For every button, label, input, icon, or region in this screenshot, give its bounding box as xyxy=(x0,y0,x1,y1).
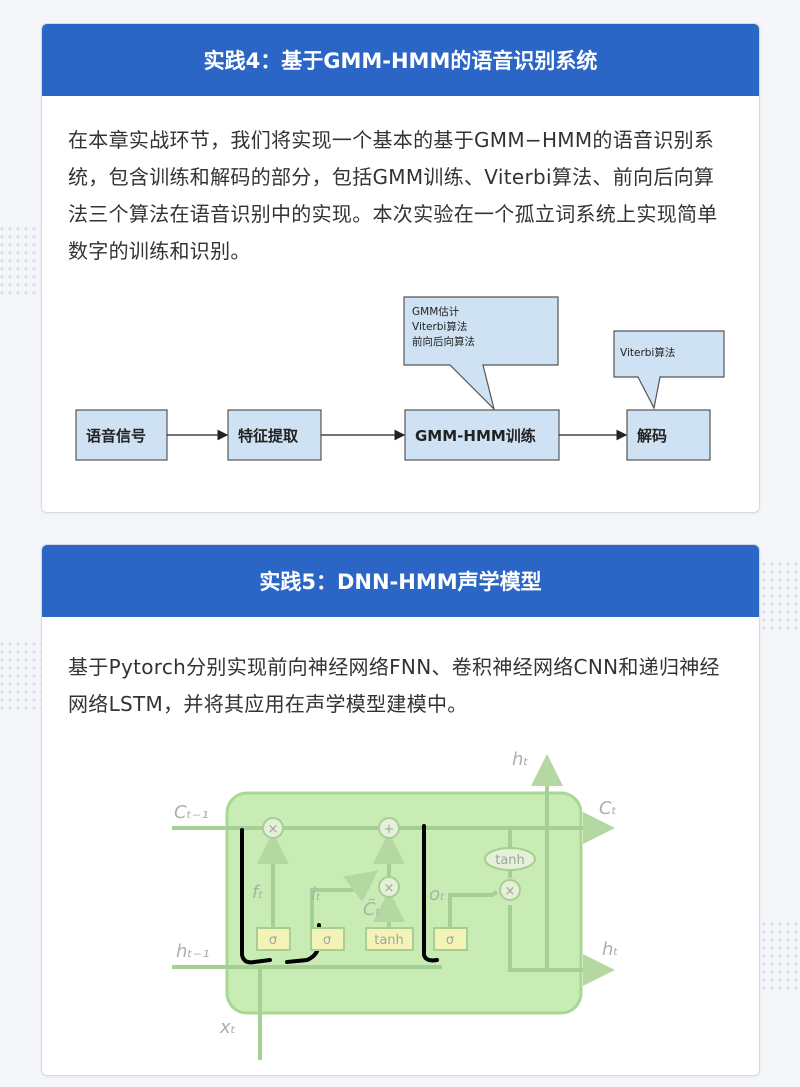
box-label: GMM-HMM训练 xyxy=(415,427,536,445)
asr-pipeline-diagram: 语音信号 特征提取 GMM-HMM训练 解码 GMM估计 Viterbi算法 前… xyxy=(75,296,725,461)
candidate-gate xyxy=(365,927,414,951)
op-label: × xyxy=(505,884,516,899)
var-label: fₜ xyxy=(252,882,264,903)
box-decode xyxy=(626,409,711,461)
callout-training xyxy=(403,296,559,411)
var-label: C̃ₜ xyxy=(363,899,381,920)
add-op xyxy=(378,817,400,839)
callout-decode xyxy=(613,330,725,410)
box-label: 语音信号 xyxy=(86,427,146,445)
output-gate xyxy=(433,927,468,951)
gate-label: σ xyxy=(446,933,454,948)
practice5-card: 实践5：DNN-HMM声学模型 基于Pytorch分别实现前向神经网络FNN、卷… xyxy=(41,544,760,1076)
practice4-description: 在本章实战环节，我们将实现一个基本的基于GMM−HMM的语音识别系统，包含训练和… xyxy=(68,128,718,263)
box-label: 特征提取 xyxy=(238,427,299,445)
callout-line: GMM估计 xyxy=(412,305,460,318)
practice5-description: 基于Pytorch分别实现前向神经网络FNN、卷积神经网络CNN和递归神经网络L… xyxy=(68,655,720,716)
annotation-stroke xyxy=(422,824,439,963)
lstm-cell-diagram: × + × × tanh σ σ tanh σ Cₜ₋₁ Cₜ hₜ₋₁ hₜ … xyxy=(172,749,619,1060)
var-label: Cₜ xyxy=(599,798,617,819)
input-mult-op xyxy=(378,876,400,898)
op-label: tanh xyxy=(495,853,525,868)
tanh-op xyxy=(484,847,536,871)
decor-dots xyxy=(760,920,800,990)
var-label: xₜ xyxy=(219,1017,236,1038)
gate-label: tanh xyxy=(374,933,404,948)
box-speech-signal xyxy=(75,409,168,461)
forget-gate xyxy=(256,927,291,951)
callout-line: Viterbi算法 xyxy=(620,346,675,359)
var-label: oₜ xyxy=(429,884,445,905)
input-gate xyxy=(310,927,345,951)
op-label: + xyxy=(384,822,395,837)
box-feature-extraction xyxy=(227,409,322,461)
box-label: 解码 xyxy=(637,427,667,445)
forget-mult-op xyxy=(262,817,284,839)
annotation-stroke xyxy=(240,828,272,965)
output-mult-op xyxy=(499,879,521,901)
gate-label: σ xyxy=(323,933,331,948)
callout-line: Viterbi算法 xyxy=(412,320,467,333)
op-label: × xyxy=(268,822,279,837)
decor-dots xyxy=(760,560,800,630)
var-label: iₜ xyxy=(311,884,321,905)
var-label: hₜ₋₁ xyxy=(176,941,209,962)
hidden-output-line xyxy=(508,954,615,986)
callout-line: 前向后向算法 xyxy=(412,335,475,348)
var-label: hₜ xyxy=(602,939,619,960)
practice4-card: 实践4：基于GMM-HMM的语音识别系统 在本章实战环节，我们将实现一个基本的基… xyxy=(41,23,760,513)
practice5-title: 实践5：DNN-HMM声学模型 xyxy=(42,545,759,617)
op-label: × xyxy=(384,881,395,896)
var-label: hₜ xyxy=(512,749,529,770)
var-label: Cₜ₋₁ xyxy=(174,802,209,823)
practice4-title: 实践4：基于GMM-HMM的语音识别系统 xyxy=(42,24,759,96)
gate-label: σ xyxy=(269,933,277,948)
